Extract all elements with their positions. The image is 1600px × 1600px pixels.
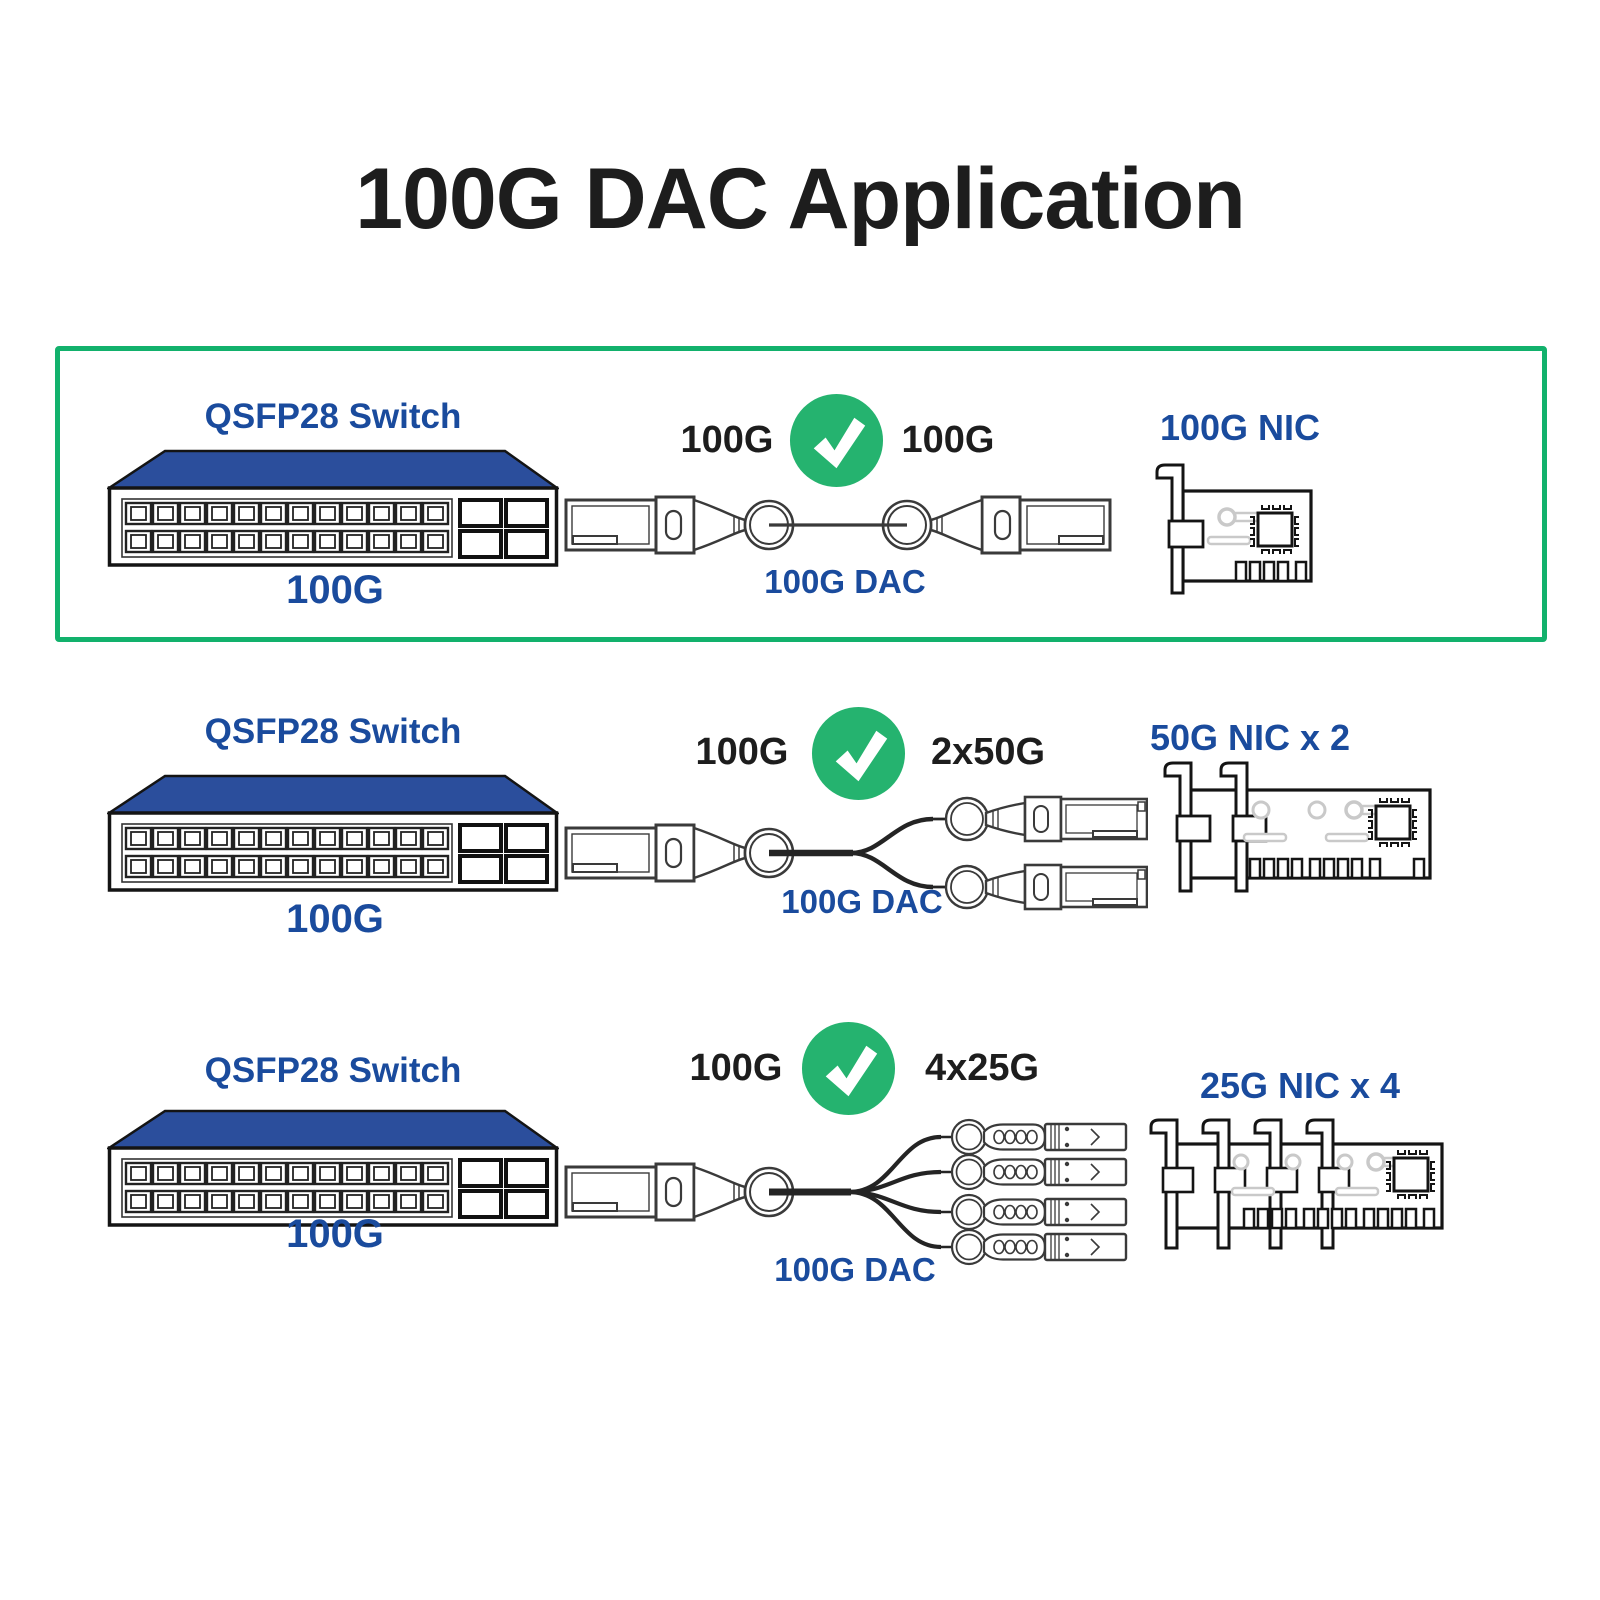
qsfp28-switch-graphic (107, 447, 559, 567)
qsfp28-switch-graphic (107, 1107, 559, 1227)
nic-card-x4-graphic (1149, 1118, 1444, 1250)
right-speed-label: 100G (901, 419, 995, 461)
nic-card-graphic (1155, 463, 1313, 595)
cable-label: 100G DAC (774, 1251, 936, 1288)
check-icon (801, 1021, 896, 1116)
right-speed-label: 4x25G (924, 1047, 1040, 1089)
switch-label: QSFP28 Switch (204, 1051, 462, 1090)
qsfp28-switch-graphic (107, 772, 559, 892)
dac-breakout-cable-graphic (564, 1118, 1128, 1266)
left-speed-label: 100G (695, 731, 789, 773)
switch-label: QSFP28 Switch (204, 712, 462, 751)
right-speed-label: 2x50G (930, 731, 1046, 773)
left-speed-label: 100G (689, 1047, 783, 1089)
cable-label: 100G DAC (781, 883, 943, 920)
dac-cable-graphic (564, 495, 1112, 555)
switch-speed-label: 100G (286, 1212, 384, 1256)
nic-label: 25G NIC x 4 (1199, 1065, 1401, 1106)
nic-card-x2-graphic (1163, 761, 1432, 893)
cable-label: 100G DAC (764, 563, 926, 600)
check-icon (789, 393, 884, 488)
switch-speed-label: 100G (286, 897, 384, 941)
left-speed-label: 100G (680, 419, 774, 461)
page-title: 100G DAC Application (355, 151, 1246, 247)
nic-label: 50G NIC x 2 (1149, 717, 1351, 758)
switch-label: QSFP28 Switch (204, 397, 462, 436)
highlight-border (55, 346, 1547, 642)
nic-label: 100G NIC (1159, 407, 1321, 448)
switch-speed-label: 100G (286, 568, 384, 612)
check-icon (811, 706, 906, 801)
dac-breakout-cable-graphic (564, 795, 1148, 911)
